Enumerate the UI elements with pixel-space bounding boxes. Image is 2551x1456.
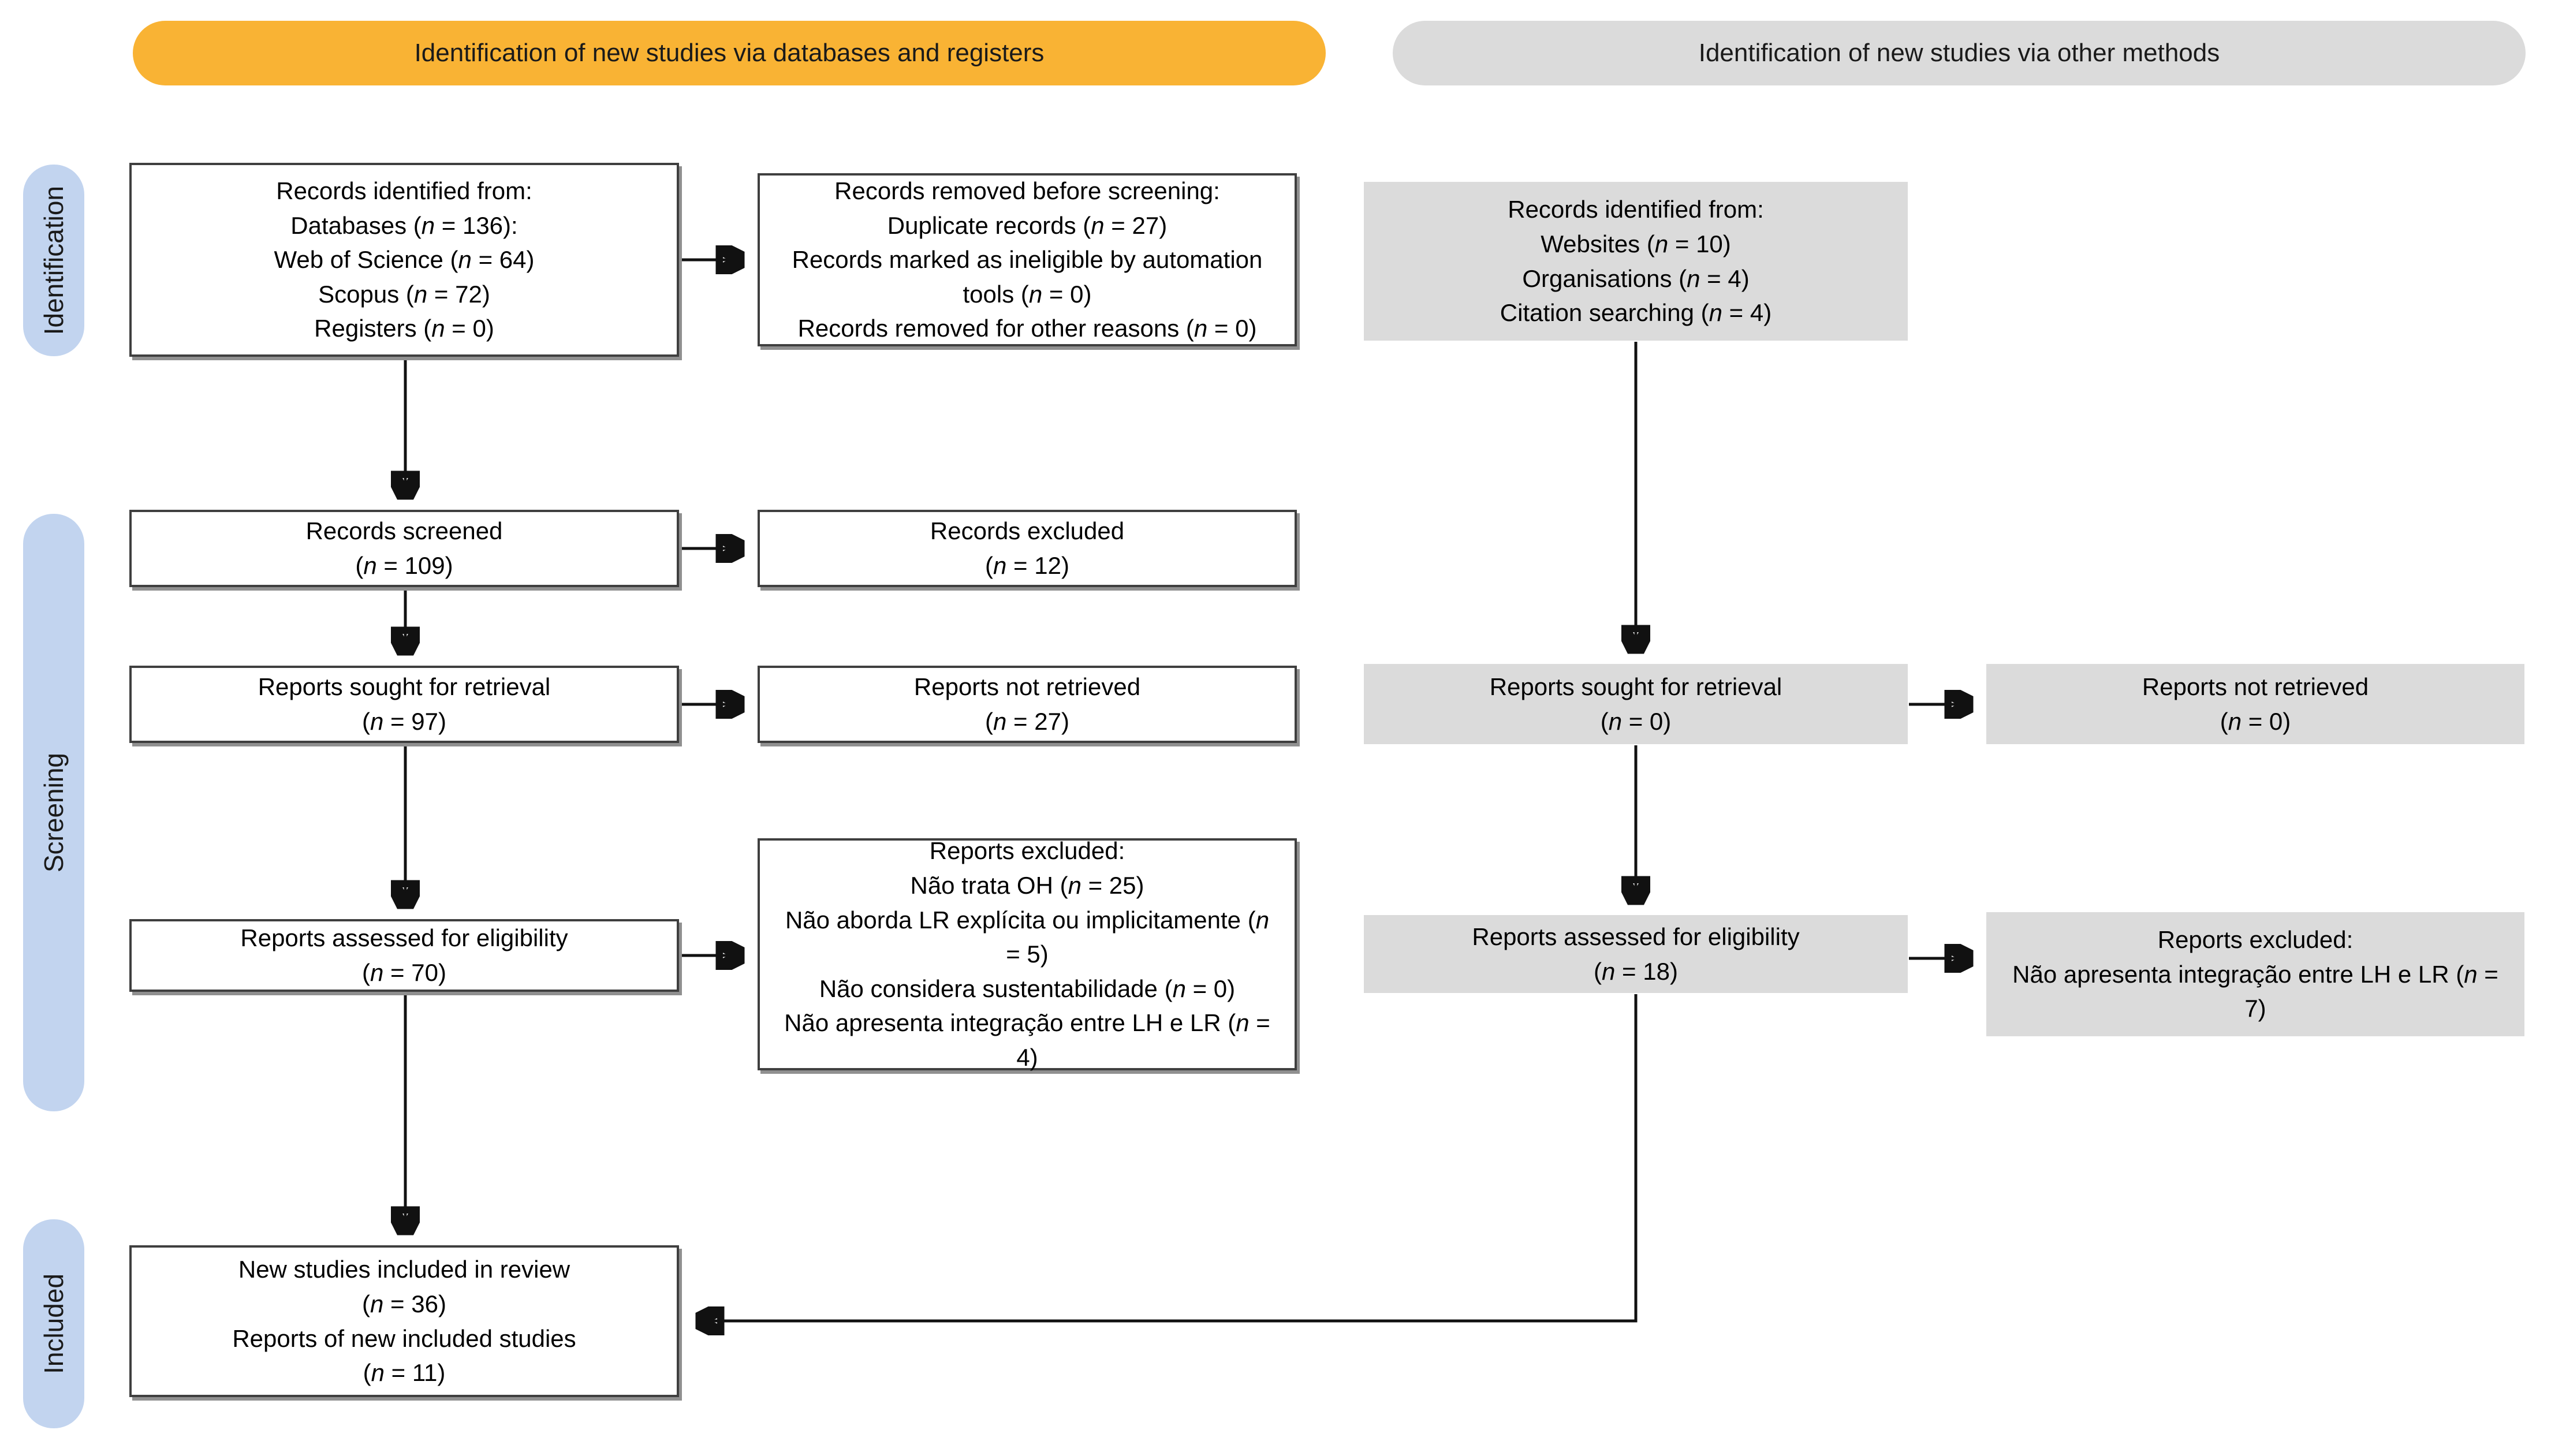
box-reports-assessed-eligibility: Reports assessed for eligibility (n = 70) <box>129 919 679 992</box>
box-line: (n = 27) <box>985 708 1069 735</box>
box-new-studies-included: New studies included in review (n = 36) Re… <box>129 1245 679 1397</box>
box-line: (n = 97) <box>362 708 446 735</box>
box-line: Records screened <box>305 517 503 545</box>
box-line: Scopus (n = 72) <box>318 280 490 308</box>
box-line: Reports assessed for eligibility <box>240 924 568 952</box>
box-line: (n = 109) <box>355 552 453 579</box>
box-reports-excluded-reasons: Reports excluded: Não trata OH (n = 25) Nã… <box>758 837 1297 1071</box>
box-reports-assessed-eligibility-other: Reports assessed for eligibility (n = 18) <box>1364 915 1908 993</box>
box-line: Não apresenta integração entre LH e LR (… <box>2012 960 2498 1022</box>
box-line: (n = 36) <box>362 1290 446 1317</box>
box-line: Reports assessed for eligibility <box>1472 923 1800 950</box>
box-line: Reports not retrieved <box>2142 673 2369 700</box>
banner-databases-registers: Identification of new studies via databa… <box>133 21 1326 85</box>
box-line: Web of Science (n = 64) <box>274 246 535 274</box>
box-reports-not-retrieved: Reports not retrieved (n = 27) <box>758 666 1297 743</box>
box-records-excluded: Records excluded (n = 12) <box>758 510 1297 587</box>
box-line: Reports of new included studies <box>232 1324 576 1352</box>
box-line: Reports not retrieved <box>913 673 1141 701</box>
box-line: Não apresenta integração entre LH e LR (… <box>784 1009 1270 1072</box>
stage-pill-screening: Screening <box>23 514 84 1111</box>
box-records-removed-before-screening: Records removed before screening: Duplica… <box>758 173 1297 346</box>
box-line: (n = 70) <box>362 959 446 986</box>
banner-other-methods: Identification of new studies via other … <box>1393 21 2526 85</box>
box-line: Records identified from: <box>276 177 532 204</box>
box-line: Citation searching (n = 4) <box>1500 299 1772 327</box>
box-records-identified-databases: Records identified from: Databases (n = 1… <box>129 163 679 357</box>
stage-pill-included: Included <box>23 1219 84 1428</box>
box-reports-excluded-other: Reports excluded: Não apresenta integraçã… <box>1986 912 2524 1036</box>
box-line: Reports excluded: <box>929 837 1125 865</box>
box-line: Reports sought for retrieval <box>258 673 551 701</box>
stage-label-identification: Identification <box>39 185 69 335</box>
box-line: New studies included in review <box>238 1256 570 1283</box>
box-line: Databases (n = 136): <box>290 211 518 239</box>
box-line: Não considera sustentabilidade (n = 0) <box>819 975 1236 1002</box>
stage-label-included: Included <box>39 1274 69 1374</box>
box-line: (n = 18) <box>1594 957 1678 985</box>
box-records-screened: Records screened (n = 109) <box>129 510 679 587</box>
box-line: (n = 12) <box>985 552 1069 579</box>
box-line: Duplicate records (n = 27) <box>887 211 1168 239</box>
box-line: Reports excluded: <box>2157 926 2354 954</box>
box-line: Não trata OH (n = 25) <box>910 871 1144 899</box>
box-line: Records excluded <box>930 517 1125 545</box>
stage-label-screening: Screening <box>39 752 69 873</box>
box-reports-not-retrieved-other: Reports not retrieved (n = 0) <box>1986 664 2524 744</box>
box-line: Records removed before screening: <box>834 177 1220 204</box>
box-line: Registers (n = 0) <box>314 315 494 342</box>
stage-pill-identification: Identification <box>23 165 84 356</box>
box-line: Não aborda LR explícita ou implicitament… <box>785 906 1270 968</box>
box-reports-sought-retrieval-other: Reports sought for retrieval (n = 0) <box>1364 664 1908 744</box>
box-line: (n = 0) <box>1600 707 1672 735</box>
box-records-identified-other: Records identified from: Websites (n = 10… <box>1364 182 1908 341</box>
box-reports-sought-retrieval: Reports sought for retrieval (n = 97) <box>129 666 679 743</box>
box-line: Reports sought for retrieval <box>1489 673 1782 700</box>
box-line: Websites (n = 10) <box>1541 230 1731 257</box>
box-line: Records marked as ineligible by automati… <box>792 246 1263 308</box>
box-line: (n = 11) <box>363 1359 446 1387</box>
box-line: Records identified from: <box>1508 196 1764 223</box>
box-line: (n = 0) <box>2220 707 2291 735</box>
box-line: Organisations (n = 4) <box>1522 264 1750 292</box>
box-line: Records removed for other reasons (n = 0… <box>797 315 1257 342</box>
